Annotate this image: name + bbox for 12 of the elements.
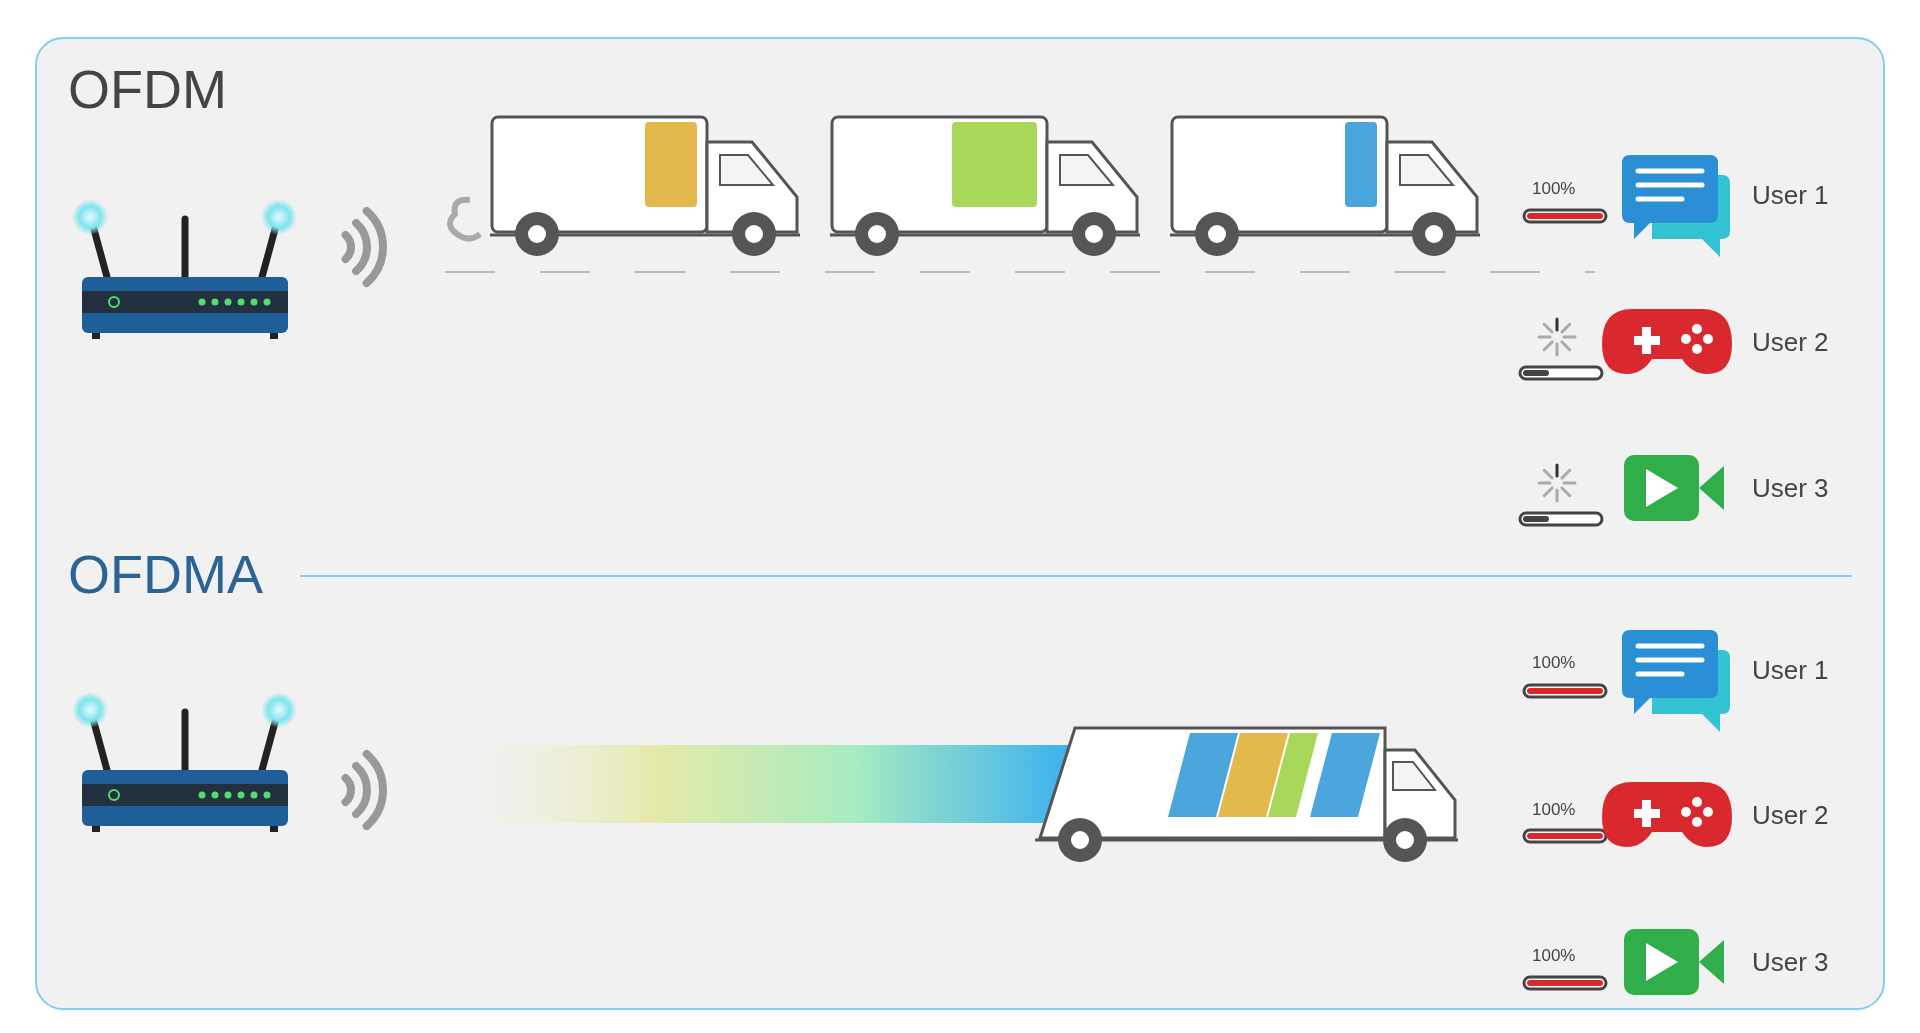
user-label: User 3 bbox=[1752, 947, 1829, 978]
percent-label: 100% bbox=[1532, 946, 1576, 966]
percent-label: 100% bbox=[1532, 653, 1576, 673]
percent-label: 100% bbox=[1532, 179, 1576, 199]
user-label: User 3 bbox=[1752, 473, 1829, 504]
percent-label: 100% bbox=[1532, 800, 1576, 820]
user-label: User 1 bbox=[1752, 655, 1829, 686]
user-label: User 1 bbox=[1752, 180, 1829, 211]
user-label: User 2 bbox=[1752, 800, 1829, 831]
user-label: User 2 bbox=[1752, 327, 1829, 358]
section-title: OFDM bbox=[68, 58, 227, 120]
section-title: OFDMA bbox=[68, 543, 263, 605]
